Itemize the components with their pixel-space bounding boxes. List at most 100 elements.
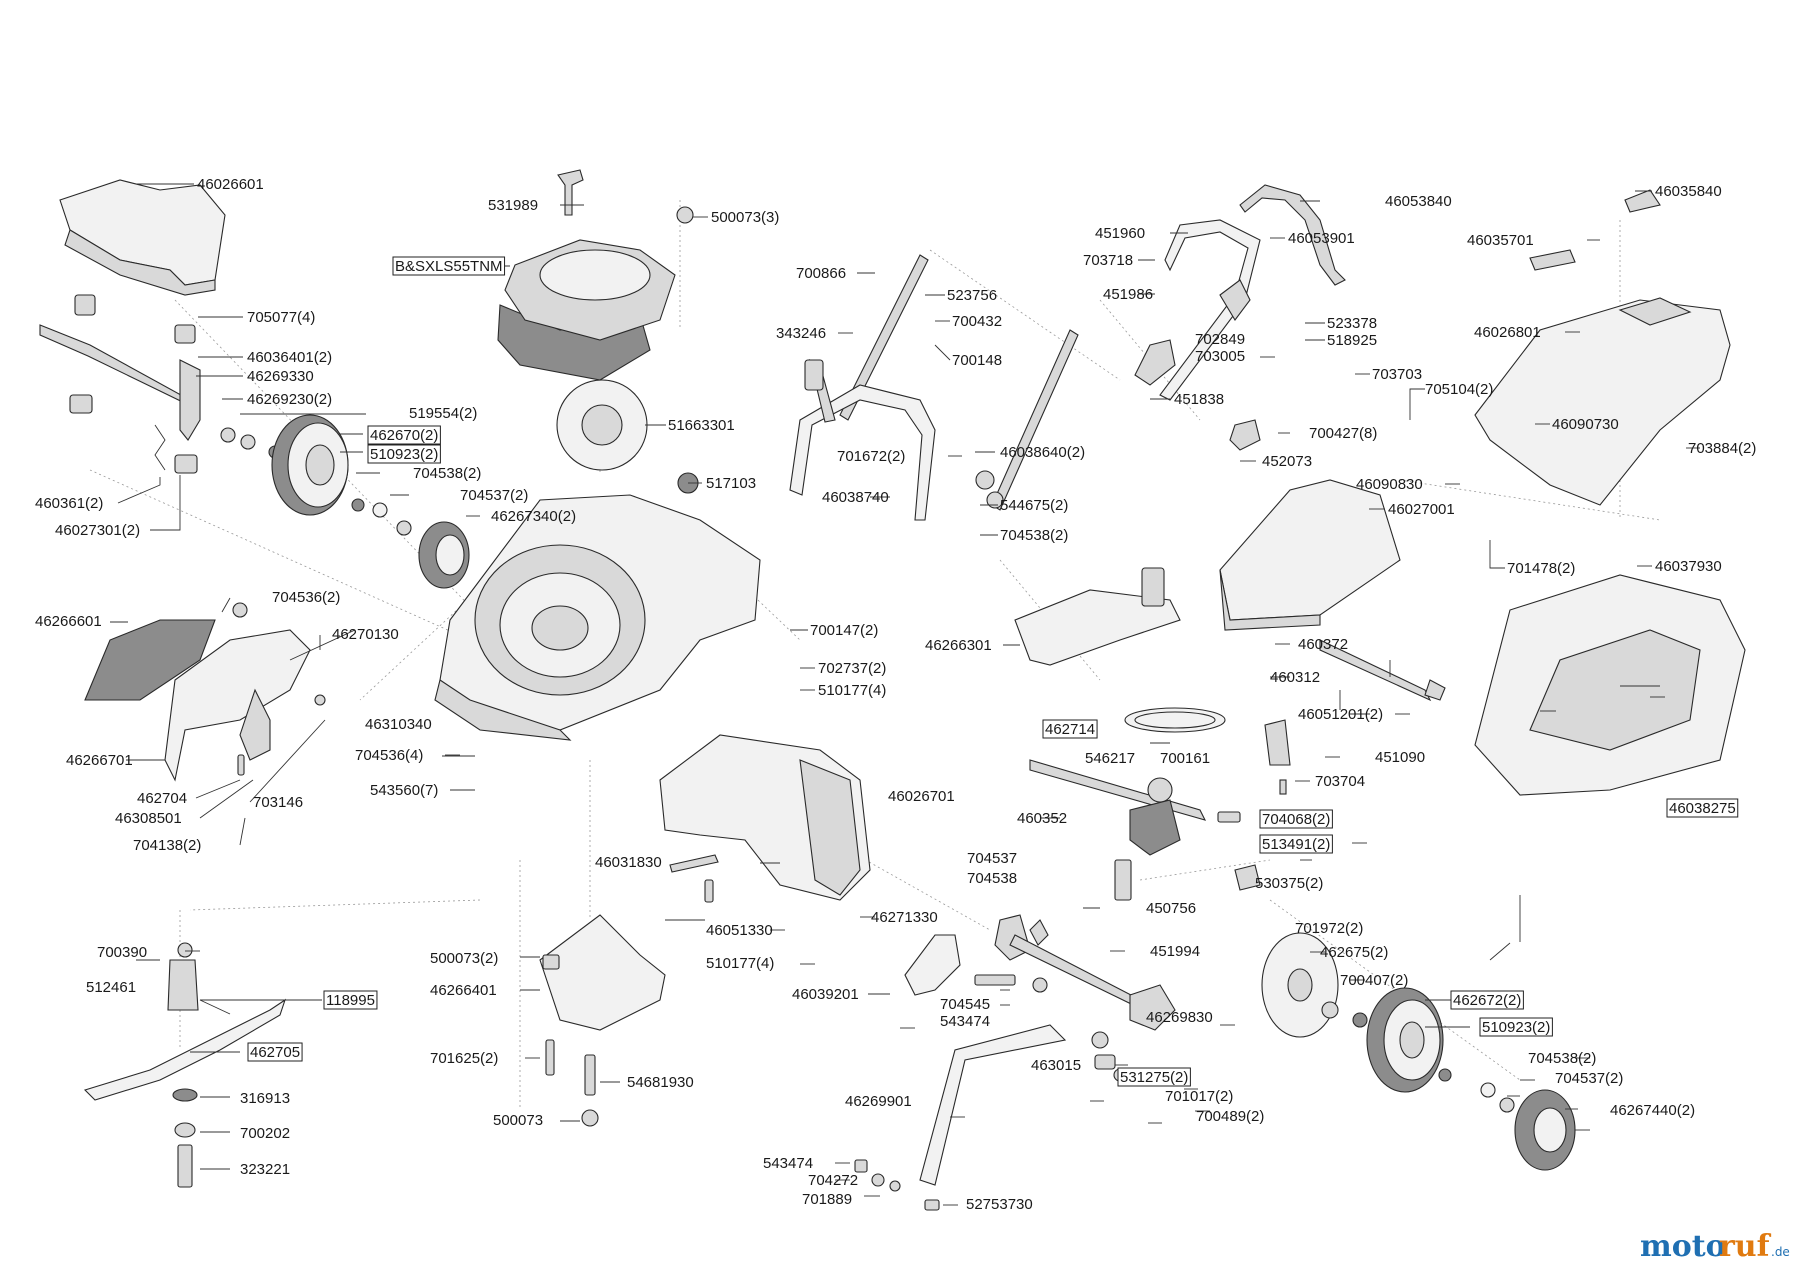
part-label: 700407(2) — [1340, 972, 1408, 989]
part-label: 46053840 — [1385, 193, 1452, 210]
part-label: B&SXLS55TNM — [395, 258, 503, 275]
part-label: 118995 — [326, 992, 375, 1009]
part-label: 703703 — [1372, 366, 1422, 383]
part-label: 46031830 — [595, 854, 662, 871]
part-label: 462675(2) — [1320, 944, 1388, 961]
parts — [39, 169, 1746, 1211]
part-label: 704538(2) — [413, 465, 481, 482]
part-label: 451994 — [1150, 943, 1200, 960]
part-label: 513491(2) — [1262, 836, 1330, 853]
part-label: 46038640(2) — [1000, 444, 1085, 461]
part-label: 463015 — [1031, 1057, 1081, 1074]
part-label: 530375(2) — [1255, 875, 1323, 892]
upper-handle-part — [1134, 184, 1346, 451]
part-label: 544675(2) — [1000, 497, 1068, 514]
rear-flap-part — [59, 179, 226, 296]
part-label: 462670(2) — [370, 427, 438, 444]
part-label: 702737(2) — [818, 660, 886, 677]
part-label: 510177(4) — [706, 955, 774, 972]
engine-part — [497, 169, 699, 494]
part-label: 46051330 — [706, 922, 773, 939]
part-label: 46039201 — [792, 986, 859, 1003]
part-label: 704138(2) — [133, 837, 201, 854]
part-label: 700202 — [240, 1125, 290, 1142]
part-label: 704537(2) — [1555, 1070, 1623, 1087]
watermark: moto ruf .de — [1640, 1229, 1790, 1264]
part-label: 452073 — [1262, 453, 1312, 470]
watermark-part2: ruf — [1719, 1229, 1772, 1264]
part-label: 462704 — [137, 790, 187, 807]
part-label: 451960 — [1095, 225, 1145, 242]
part-label: 460352 — [1017, 810, 1067, 827]
part-label: 704537 — [967, 850, 1017, 867]
part-label: 46308501 — [115, 810, 182, 827]
part-label: 519554(2) — [409, 405, 477, 422]
part-label: 500073(3) — [711, 209, 779, 226]
part-label: 700427(8) — [1309, 425, 1377, 442]
part-label: 701478(2) — [1507, 560, 1575, 577]
part-label: 46267440(2) — [1610, 1102, 1695, 1119]
part-label: 46267340(2) — [491, 508, 576, 525]
part-label: 462705 — [250, 1044, 300, 1061]
part-label: 46266301 — [925, 637, 992, 654]
part-label: 512461 — [86, 979, 136, 996]
side-chute-part — [84, 602, 356, 782]
part-label: 462672(2) — [1453, 992, 1521, 1009]
part-label: 700390 — [97, 944, 147, 961]
transmission-part — [1029, 707, 1291, 901]
part-label: 52753730 — [966, 1196, 1033, 1213]
rear-wheel-left-part — [271, 414, 470, 589]
part-label: 46266401 — [430, 982, 497, 999]
part-label: 523378 — [1327, 315, 1377, 332]
part-label: 703704 — [1315, 773, 1365, 790]
part-label: 451838 — [1174, 391, 1224, 408]
part-label-box — [392, 256, 506, 276]
part-label: 500073 — [493, 1112, 543, 1129]
part-label-box — [247, 1042, 303, 1062]
watermark-part1: moto — [1640, 1229, 1726, 1264]
part-label: 46271330 — [871, 909, 938, 926]
part-label: 46269230(2) — [247, 391, 332, 408]
part-label: 700432 — [952, 313, 1002, 330]
part-label: 510923(2) — [370, 446, 438, 463]
part-label: 701625(2) — [430, 1050, 498, 1067]
part-label: 451090 — [1375, 749, 1425, 766]
part-label: 703005 — [1195, 348, 1245, 365]
part-label: 701972(2) — [1295, 920, 1363, 937]
leader-lines — [110, 183, 1700, 1206]
part-label: 46269330 — [247, 368, 314, 385]
part-label: 460312 — [1270, 669, 1320, 686]
part-label: 543560(7) — [370, 782, 438, 799]
part-label: 46038275 — [1669, 800, 1736, 817]
part-labels: 46026601531989500073(3)B&SXLS55TNM705077… — [35, 176, 1756, 1213]
part-label: 46035701 — [1467, 232, 1534, 249]
part-label: 701017(2) — [1165, 1088, 1233, 1105]
part-label: 704545 — [940, 996, 990, 1013]
mulch-cover-part — [1219, 479, 1446, 702]
part-label: 543474 — [763, 1155, 813, 1172]
front-axle-part — [854, 914, 1176, 1211]
part-label: 510923(2) — [1482, 1019, 1550, 1036]
part-label: 451986 — [1103, 286, 1153, 303]
part-label: 343246 — [776, 325, 826, 342]
part-label: 46090730 — [1552, 416, 1619, 433]
part-label: 700148 — [952, 352, 1002, 369]
part-label: 702849 — [1195, 331, 1245, 348]
part-label: 46269901 — [845, 1093, 912, 1110]
part-label: 703718 — [1083, 252, 1133, 269]
blade-part — [83, 942, 287, 1188]
rear-chute-part — [659, 734, 871, 903]
part-label: 46051201(2) — [1298, 706, 1383, 723]
part-label: 46310340 — [365, 716, 432, 733]
part-label: 46053901 — [1288, 230, 1355, 247]
part-label: 46037930 — [1655, 558, 1722, 575]
part-label-box — [1450, 990, 1524, 1010]
part-label: 704536(2) — [272, 589, 340, 606]
part-label: 701889 — [802, 1191, 852, 1208]
part-label: 704538 — [967, 870, 1017, 887]
part-label: 703884(2) — [1688, 440, 1756, 457]
part-label: 704272 — [808, 1172, 858, 1189]
part-label-box — [1117, 1067, 1191, 1087]
watermark-suffix: .de — [1771, 1245, 1790, 1259]
part-label: 700489(2) — [1196, 1108, 1264, 1125]
